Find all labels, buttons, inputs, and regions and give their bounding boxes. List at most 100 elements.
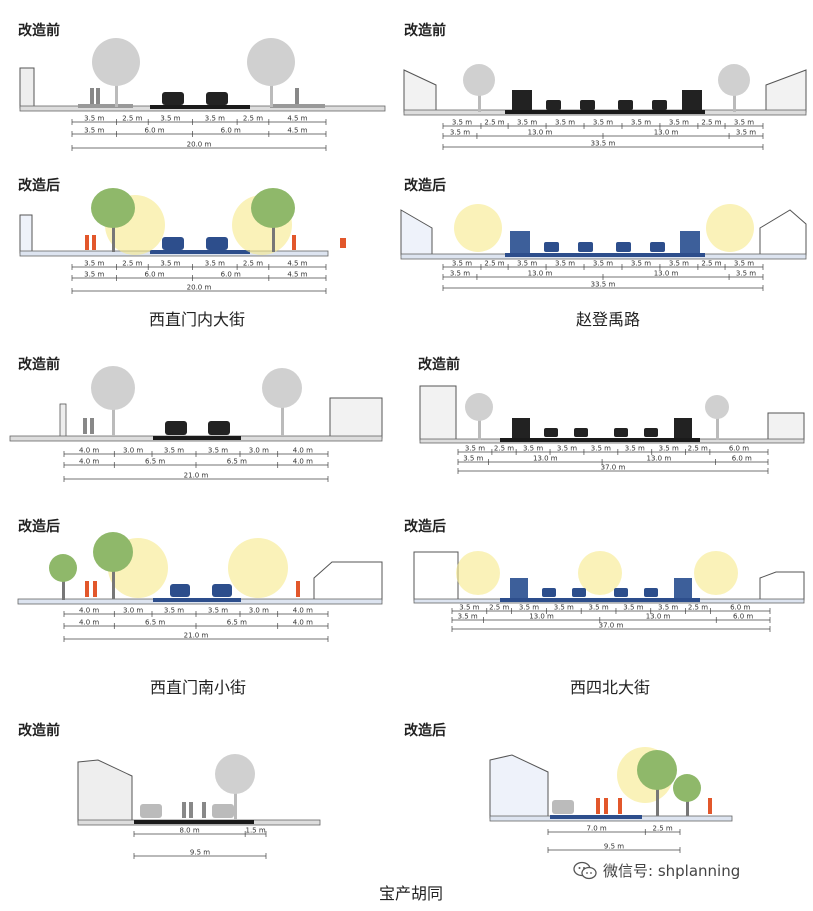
car-icon [206,92,228,105]
pedestrian-icon [83,418,94,434]
tree-icon [93,532,133,599]
tree-icon [705,395,729,440]
dimension-label: 3.5 m [459,604,479,612]
bus-icon [510,578,528,598]
dimension-label: 3.5 m [658,604,678,612]
car-icon [618,100,633,110]
car-icon [140,804,162,818]
dimension-label: 3.5 m [205,115,225,123]
dimension-label: 2.5 m [494,445,514,453]
dimension-label: 3.5 m [164,447,184,455]
dimension-label: 13.0 m [528,129,553,137]
after-tag: 改造后 [404,178,446,194]
lamp-glow [456,551,500,595]
dimension-label: 6.0 m [729,445,749,453]
dimension-label: 3.5 m [734,260,754,268]
tree-icon [262,368,302,436]
dimension-label: 3.5 m [205,260,225,268]
dimension-label: 3.5 m [734,119,754,127]
bus-icon [512,418,530,438]
dimension-label: 3.5 m [450,270,470,278]
tree-icon [247,38,295,107]
dimension-label: 3.5 m [208,607,228,615]
dimension-label: 6.5 m [145,619,165,627]
dimension-label: 3.5 m [593,119,613,127]
dimension-label: 2.5 m [701,260,721,268]
dimension-label: 2.5 m [243,260,263,268]
dimension-label: 9.5 m [604,843,624,851]
car-icon [580,100,595,110]
car-icon [206,237,228,250]
tree-icon [463,64,495,112]
tree-icon [718,64,750,112]
car-icon [546,100,561,110]
dimension-label: 13.0 m [646,613,671,621]
car-icon [552,800,574,814]
dimension-label: 4.0 m [293,447,313,455]
tree-icon [49,554,77,600]
bus-icon [512,90,532,110]
dimension-label: 3.5 m [588,604,608,612]
dimension-label: 4.0 m [293,619,313,627]
dimension-label: 3.5 m [555,260,575,268]
dimension-label: 3.5 m [84,115,104,123]
dimension-label: 3.5 m [517,260,537,268]
watermark-text: 微信号: shplanning [603,862,741,880]
tree-icon [637,750,677,816]
dimension-label: 2.5 m [484,119,504,127]
tree-icon [215,754,255,820]
tree-icon [251,188,295,252]
dimension-label: 33.5 m [591,281,616,289]
dimension-label: 3.5 m [452,119,472,127]
dimension-label: 3.5 m [736,270,756,278]
road-surface [153,598,241,602]
car-icon [208,421,230,435]
dimension-label: 3.5 m [519,604,539,612]
dimension-label: 3.5 m [523,445,543,453]
tree-icon [91,188,135,252]
dimension-label: 4.5 m [287,260,307,268]
pedestrian-icon [85,235,96,250]
car-icon [572,588,586,597]
lamp-glow [454,204,502,252]
lamp-glow [706,204,754,252]
dimension-label: 6.5 m [227,619,247,627]
dimension-label: 3.5 m [623,604,643,612]
after-tag: 改造后 [404,723,446,739]
dimension-label: 1.5 m [245,827,265,835]
tree-icon [92,38,140,107]
dimension-label: 3.5 m [84,260,104,268]
pedestrian-icon [596,798,622,814]
dimension-label: 8.0 m [179,827,199,835]
sidewalk-right [270,104,325,108]
dimension-label: 6.5 m [145,458,165,466]
car-icon [614,588,628,597]
pedestrian-icon [292,235,346,250]
dimension-label: 13.0 m [529,613,554,621]
car-icon [644,588,658,597]
dimension-label: 2.5 m [122,115,142,123]
dimension-label: 7.0 m [587,825,607,833]
dimension-label: 13.0 m [528,270,553,278]
dimension-label: 6.0 m [733,613,753,621]
pedestrian-icon [295,88,299,104]
bus-icon [682,90,702,110]
pedestrian-icon [708,798,712,814]
dimension-label: 3.5 m [554,604,574,612]
before-tag: 改造前 [18,723,60,739]
road-surface [134,820,254,824]
dimension-label: 3.5 m [458,613,478,621]
dimension-label: 4.0 m [79,458,99,466]
dimension-label: 20.0 m [187,284,212,292]
road-surface [150,105,250,109]
building-right [759,571,805,601]
street-title: 宝产胡同 [378,884,444,903]
